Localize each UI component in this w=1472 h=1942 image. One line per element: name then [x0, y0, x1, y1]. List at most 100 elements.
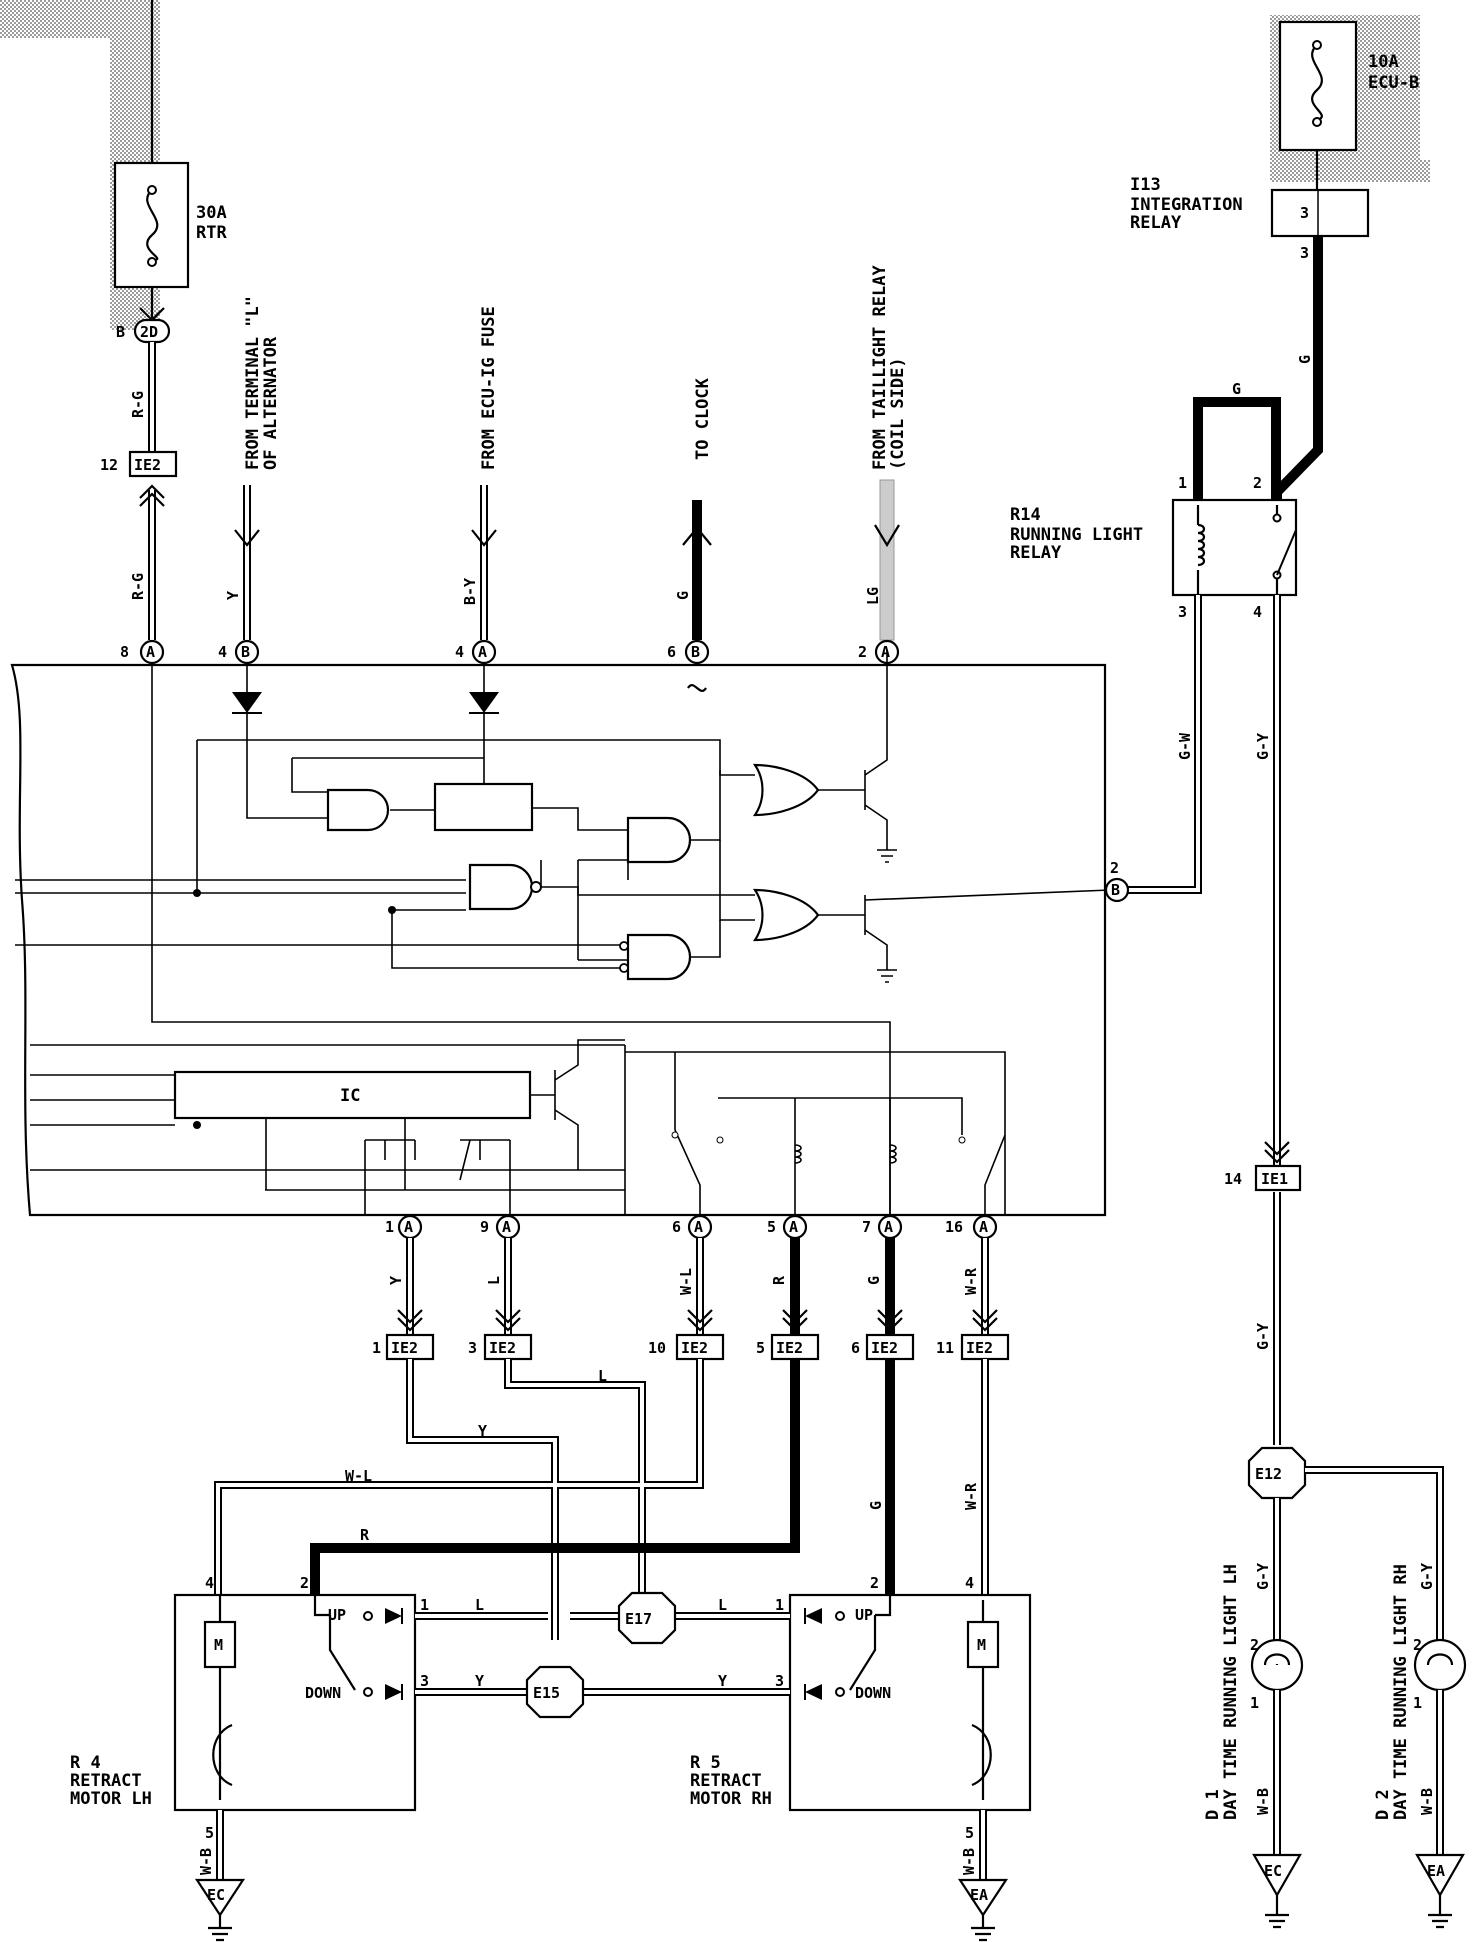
ie2-6-pin: 6: [851, 1339, 860, 1357]
e17-label: E17: [625, 1610, 652, 1628]
d1-name: DAY TIME RUNNING LIGHT LH: [1221, 1564, 1241, 1820]
wire-color-gy-4: G-Y: [1418, 1563, 1436, 1590]
r5-line2: MOTOR RH: [690, 1789, 772, 1809]
signal-from-ecu-ig-fuse: FROM ECU-IG FUSE: [479, 306, 499, 470]
wire-color-g-top: G: [1232, 380, 1241, 398]
wire-color-y-harness: Y: [478, 1422, 487, 1440]
ground-ea-right-label: EA: [1427, 1862, 1445, 1880]
top-pin-6b: 6: [667, 643, 676, 661]
wire-color-y-top: Y: [224, 591, 242, 600]
wire-color-g-clock: G: [674, 591, 692, 600]
wire-wb-lamps: [1273, 1690, 1444, 1855]
r5-down-label: DOWN: [855, 1684, 891, 1702]
fuse-rtr-label: RTR: [196, 223, 227, 243]
r14-pin-4: 4: [1253, 603, 1262, 621]
r4-pin-1: 1: [420, 1596, 429, 1614]
r4-id: R 4: [70, 1753, 101, 1773]
bot-pin-9: 9: [480, 1218, 489, 1236]
bot-pin-6: 6: [672, 1218, 681, 1236]
r14-id: R14: [1010, 505, 1041, 525]
ie2-10-pin: 10: [648, 1339, 666, 1357]
wire-color-y-bot: Y: [387, 1276, 405, 1285]
wire-color-r-harness: R: [360, 1526, 370, 1544]
wire-color-gw: G-W: [1176, 732, 1194, 760]
ie2-12-pin: 12: [100, 456, 118, 474]
r4-pin-3: 3: [420, 1672, 429, 1690]
integration-relay-i13: I13 INTEGRATION RELAY 3 3: [1130, 175, 1370, 262]
ie2-11-pin: 11: [936, 1339, 954, 1357]
fuse-30a-rtr: 30A RTR: [113, 0, 227, 289]
internal-logic: IC: [15, 650, 1111, 1215]
top-pin-4a: 4: [455, 643, 464, 661]
bot-conn-1a: A: [404, 1218, 413, 1236]
r5-line1: RETRACT: [690, 1771, 762, 1791]
right-pin-2: 2: [1110, 859, 1119, 877]
wire-color-g-bot: G: [865, 1276, 883, 1285]
r14-name-1: RUNNING LIGHT: [1010, 525, 1143, 545]
wire-color-l-bot: L: [485, 1276, 503, 1285]
i13-pin-3-below: 3: [1300, 244, 1309, 262]
i13-name-1: INTEGRATION: [1130, 195, 1243, 215]
r14-pin-2: 2: [1253, 474, 1262, 492]
signal-of-alternator: OF ALTERNATOR: [261, 336, 281, 470]
signal-from-terminal-l: FROM TERMINAL "L": [243, 296, 263, 470]
ie2-5-label: IE2: [776, 1339, 803, 1357]
d2-pin-2: 2: [1413, 1636, 1422, 1654]
r5-pin-4: 4: [965, 1574, 974, 1592]
d2-pin-1: 1: [1413, 1694, 1422, 1712]
bot-conn-6a: A: [694, 1218, 703, 1236]
ground-ec-right: EC: [1252, 1853, 1302, 1929]
2d-side: B: [116, 323, 125, 341]
e15-label: E15: [533, 1684, 560, 1702]
running-light-relay-r14: 1 2 3 4 R14 RUNNING LIGHT RELAY: [1010, 474, 1298, 621]
ground-ea-middle: EA: [957, 1878, 1009, 1942]
day-time-running-light-rh-d2: 2 1 D 2 DAY TIME RUNNING LIGHT RH: [1373, 1564, 1467, 1820]
wire-color-lg: LG: [864, 587, 882, 605]
i13-name-2: RELAY: [1130, 213, 1182, 233]
r5-pin-3: 3: [775, 1672, 784, 1690]
top-conn-4b: B: [241, 643, 250, 661]
ground-ec-left: EC: [194, 1878, 246, 1942]
r5-motor-symbol: M: [977, 1636, 986, 1654]
wire-color-wr-harness: W-R: [962, 1482, 980, 1510]
wire-color-wb-d2: W-B: [1418, 1788, 1436, 1815]
wire-color-wl-harness: W-L: [345, 1467, 372, 1485]
wire-color-by: B-Y: [461, 578, 479, 605]
r5-pin-1: 1: [775, 1596, 784, 1614]
wire-color-g-side: G: [1296, 355, 1314, 364]
wire-color-wr-bot: W-R: [962, 1267, 980, 1295]
r14-pin-3: 3: [1178, 603, 1187, 621]
ground-ec-left-label: EC: [207, 1886, 225, 1904]
splice-e12: E12: [1247, 1446, 1307, 1500]
ie2-3-label: IE2: [489, 1339, 516, 1357]
connector-ie1: IE1 14: [1224, 1164, 1302, 1192]
wire-g-i13-to-r14: [1272, 236, 1323, 505]
top-conn-6b: B: [691, 643, 700, 661]
wire-color-l-up-lh: L: [475, 1596, 484, 1614]
wire-g-r14-loop: [1193, 397, 1281, 505]
e12-label: E12: [1255, 1465, 1282, 1483]
bot-conn-16a: A: [979, 1218, 988, 1236]
r5-pin-5: 5: [965, 1824, 974, 1842]
d2-name: DAY TIME RUNNING LIGHT RH: [1391, 1564, 1411, 1820]
ie2-5-pin: 5: [756, 1339, 765, 1357]
top-pin-2a: 2: [858, 643, 867, 661]
ie2-12-label: IE2: [134, 456, 161, 474]
main-control-unit: [10, 663, 1107, 1217]
main-unit-bottom-connectors: A1 A9 A6 A5 A7 A16: [385, 1214, 998, 1240]
day-time-running-light-lh-d1: 2 1 D 1 DAY TIME RUNNING LIGHT LH: [1203, 1564, 1304, 1820]
top-pin-4b: 4: [218, 643, 227, 661]
i13-id: I13: [1130, 175, 1161, 195]
fuse-10a-ecu-b: 10A ECU-B: [1278, 20, 1419, 190]
r4-line1: RETRACT: [70, 1771, 142, 1791]
r5-id: R 5: [690, 1753, 721, 1773]
ie2-1-label: IE2: [391, 1339, 418, 1357]
splice-e15: E15: [525, 1665, 585, 1719]
fuse-30a-label: 30A: [196, 203, 227, 223]
d1-id: D 1: [1203, 1789, 1223, 1820]
r4-pin-2: 2: [300, 1574, 309, 1592]
wire-color-wb-r5: W-B: [960, 1848, 978, 1875]
connector-ie2-12: IE2 12: [100, 450, 178, 478]
wire-gy-to-d2: [1305, 1466, 1444, 1640]
bot-pin-5: 5: [767, 1218, 776, 1236]
